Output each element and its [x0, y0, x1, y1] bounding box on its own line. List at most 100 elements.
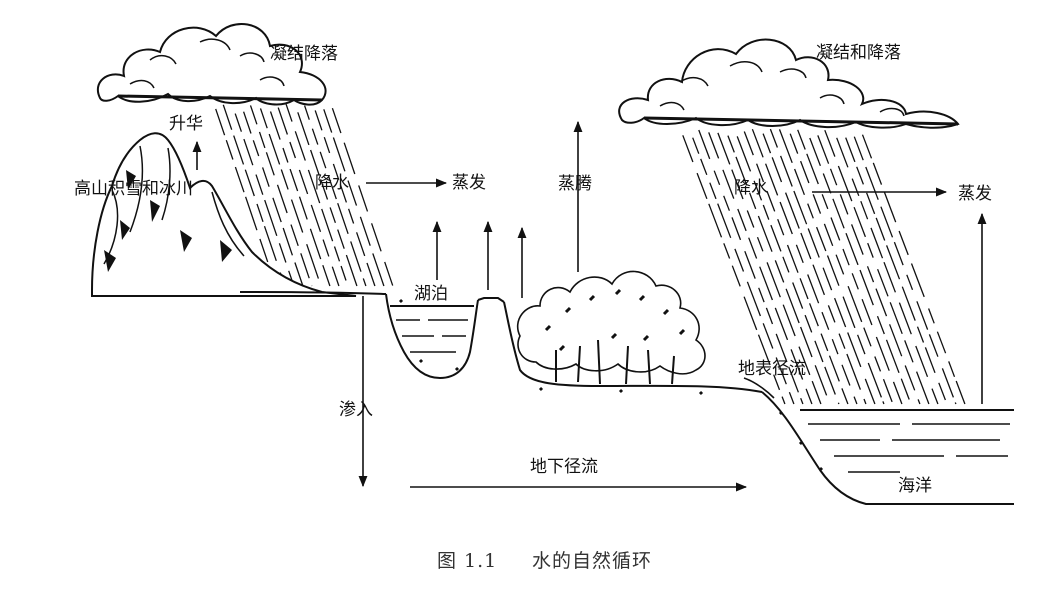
label-evap-right: 蒸发 — [958, 186, 992, 203]
rain-streak — [235, 114, 241, 132]
rain-streak — [346, 255, 357, 286]
rain-streak — [360, 217, 370, 246]
rain-streak — [735, 249, 744, 272]
rain-streak — [763, 323, 773, 348]
rain-streak — [315, 110, 322, 130]
rain-streak — [758, 237, 763, 251]
rain-streak — [789, 392, 794, 404]
rain-streak — [234, 136, 244, 165]
surface-runoff-leader — [744, 378, 774, 398]
rain-streak — [833, 199, 844, 229]
rain-streak — [752, 129, 763, 157]
rain-streak — [861, 201, 868, 219]
label-ocean: 海洋 — [898, 478, 932, 495]
rain-streak — [775, 260, 783, 282]
rain-streak — [299, 170, 307, 194]
rain-streak — [878, 316, 885, 334]
rain-streak — [305, 106, 310, 120]
rain-streak — [763, 205, 769, 220]
rain-streak — [825, 367, 836, 395]
rain-streak — [322, 209, 333, 241]
rain-streak — [759, 288, 764, 302]
figure-title: 水的自然循环 — [532, 552, 652, 571]
rain-streak — [320, 152, 326, 168]
rain-streak — [683, 135, 693, 162]
rain-streak — [864, 328, 871, 347]
rain-streak — [279, 243, 286, 262]
rain-streak — [929, 334, 938, 356]
rain-streak — [858, 335, 865, 354]
rain-streak — [925, 347, 935, 372]
rain-streak — [815, 365, 826, 395]
rain-streak — [344, 143, 355, 174]
rain-streak — [818, 135, 829, 163]
rain-streak — [883, 401, 884, 404]
rain-streak — [246, 197, 257, 230]
rain-streak — [770, 129, 777, 147]
rain-streak — [266, 152, 274, 175]
rain-streak — [771, 225, 781, 251]
rain-streak — [837, 138, 848, 168]
rain-streak — [894, 242, 903, 265]
rain-streak — [932, 389, 938, 404]
rain-streak — [788, 245, 799, 273]
rain-streak — [839, 334, 845, 349]
rain-streak — [776, 334, 787, 362]
rain-streak — [929, 309, 935, 324]
rain-streak — [828, 256, 839, 286]
rain-streak — [783, 257, 789, 273]
label-surface-runoff: 地表径流 — [738, 361, 806, 378]
rain-streak — [912, 264, 925, 297]
rain-streak — [271, 112, 281, 140]
rain-streak — [778, 219, 784, 235]
rain-streak — [812, 381, 821, 404]
rain-streak — [918, 327, 924, 343]
rain-streak — [728, 136, 734, 153]
rain-streak — [824, 224, 832, 246]
label-precip-left: 降水 — [315, 175, 349, 192]
rain-streak — [808, 204, 814, 219]
rain-streak — [832, 339, 838, 354]
rain-streak — [905, 340, 913, 362]
rain-streak — [298, 112, 309, 145]
rain-streak — [766, 308, 772, 324]
rain-streak — [257, 204, 263, 222]
rain-streak — [749, 238, 757, 259]
rain-streak — [846, 138, 855, 162]
label-evap-left: 蒸发 — [452, 175, 486, 192]
rain-streak — [790, 134, 798, 154]
rain-streak — [223, 105, 231, 130]
rain-streak — [942, 368, 953, 397]
rain-streak — [332, 267, 339, 286]
rain-streak — [348, 181, 357, 206]
rain-streak — [732, 217, 741, 240]
rain-streak — [836, 255, 844, 275]
rain-streak — [842, 388, 848, 404]
rain-streak — [281, 170, 288, 190]
rain-streak — [341, 266, 346, 281]
rain-streak — [810, 303, 819, 326]
rain-streak — [290, 142, 296, 158]
rain-streak — [838, 403, 839, 404]
rain-streak — [269, 134, 279, 164]
rain-streak — [867, 193, 875, 214]
label-sublimation: 升华 — [169, 116, 203, 133]
rain-streak — [796, 245, 803, 263]
rain-streak — [349, 209, 354, 224]
rain-streak — [724, 243, 730, 258]
rain-streak — [307, 244, 319, 278]
rain-streak — [273, 198, 281, 222]
rain-streak — [801, 161, 809, 183]
rain-streak — [793, 283, 803, 309]
rain-streak — [295, 131, 305, 160]
rain-streak — [772, 157, 781, 182]
rain-streak — [843, 297, 855, 328]
rain-streak — [782, 397, 785, 404]
rain-streak — [795, 169, 805, 195]
rain-streak — [857, 167, 864, 185]
rain-streak — [699, 130, 710, 159]
rain-streak — [822, 194, 828, 209]
rain-streak — [937, 332, 945, 354]
rain-streak — [359, 185, 368, 211]
